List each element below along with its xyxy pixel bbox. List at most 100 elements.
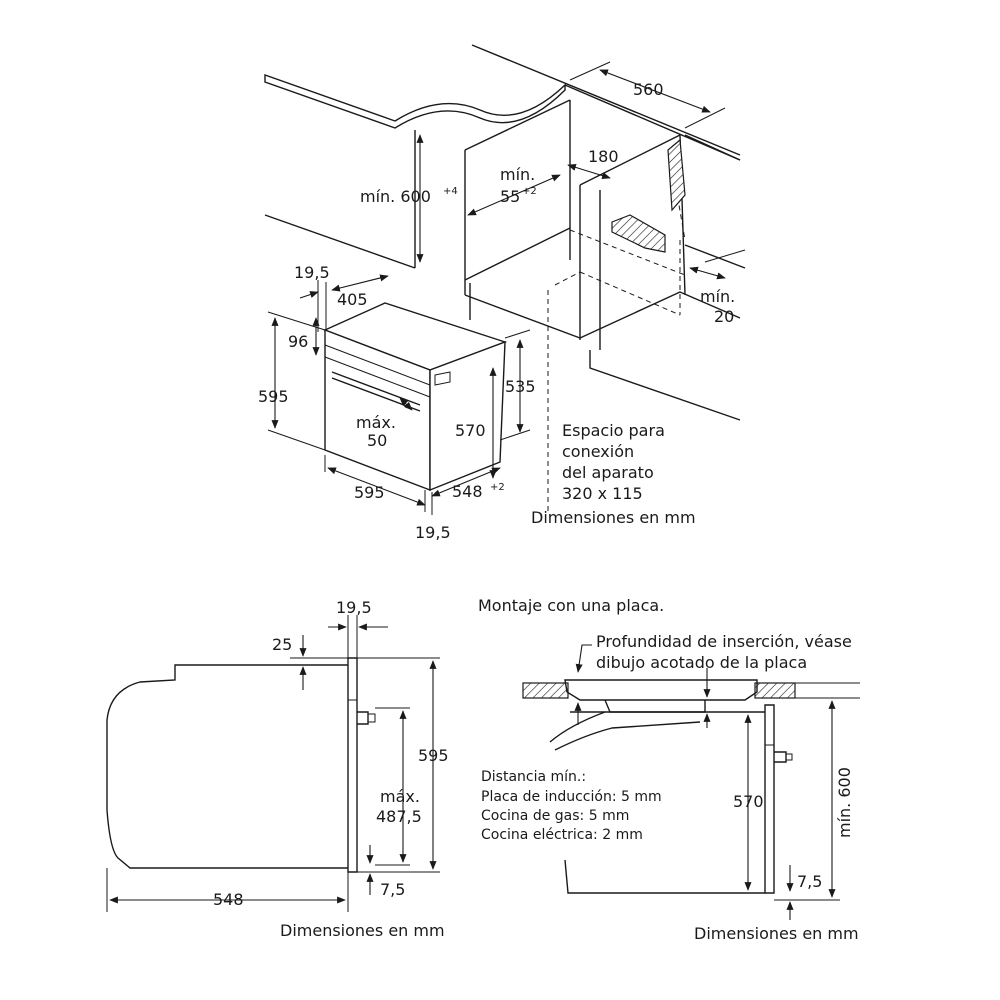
wall-hatch <box>667 138 686 212</box>
oven-knob <box>434 371 451 386</box>
label-595-left: 595 <box>258 387 289 406</box>
distance-note-line-4: Cocina eléctrica: 2 mm <box>481 827 643 843</box>
worktop-right <box>754 682 796 699</box>
oven-side-outline <box>106 664 348 869</box>
dim-min-20 <box>689 266 726 280</box>
label-hob-570: 570 <box>733 792 764 811</box>
label-96: 96 <box>288 332 308 351</box>
oven-side <box>429 340 506 492</box>
label-max-50-a: máx. <box>356 413 396 432</box>
worktop-left <box>522 682 569 699</box>
dim-595-bottom <box>327 467 426 506</box>
recess-dash-3 <box>579 271 681 316</box>
side-units-caption: Dimensiones en mm <box>280 921 445 940</box>
oven-front-panel <box>347 657 358 873</box>
label-side-max-b: 487,5 <box>376 807 422 826</box>
oven-panel-line-2 <box>324 356 431 398</box>
label-hob-7-5: 7,5 <box>797 872 822 891</box>
label-535: 535 <box>505 377 536 396</box>
label-hob-min-600: mín. 600 <box>835 767 854 838</box>
dim-560-ext2 <box>684 107 726 129</box>
label-min-600-sup: +4 <box>443 186 458 197</box>
oven-front-panel-hob <box>764 704 775 894</box>
oven-knob-hob <box>774 751 787 763</box>
floor-line-right <box>684 244 746 269</box>
label-180: 180 <box>588 147 619 166</box>
recess-dash-1 <box>569 229 686 276</box>
oven-bottom-hob <box>564 859 765 894</box>
connection-note-line-3: del aparato <box>562 463 654 482</box>
oven-knob-side <box>357 711 369 725</box>
dim-max-50 <box>399 397 413 411</box>
dim-405 <box>331 274 389 292</box>
label-548-sup: +2 <box>490 482 505 493</box>
label-19-5-top: 19,5 <box>294 263 330 282</box>
dim-535-ext <box>504 329 531 339</box>
countertop-right <box>471 44 741 156</box>
insertion-note-leader <box>575 644 592 673</box>
oven-top-curve-2 <box>554 721 701 751</box>
label-570: 570 <box>455 421 486 440</box>
niche-floor-2 <box>464 291 741 339</box>
top-units-caption: Dimensiones en mm <box>531 508 696 527</box>
distance-note-line-3: Cocina de gas: 5 mm <box>481 808 629 824</box>
label-side-19-5: 19,5 <box>336 598 372 617</box>
label-min-600: mín. 600 <box>360 187 431 206</box>
oven-top-curve <box>549 711 606 743</box>
dim-595-left-ext <box>267 311 326 331</box>
hob-body <box>564 679 758 701</box>
dim-548 <box>431 467 501 497</box>
hob-units-caption: Dimensiones en mm <box>694 924 859 943</box>
oven-knob-side-2 <box>368 713 376 723</box>
label-min-55-a: mín. <box>500 165 535 184</box>
cabinet-right-panel <box>579 133 686 296</box>
hob-underside <box>604 699 706 713</box>
hob-view: Montaje con una placa. Profundidad de in… <box>478 596 860 943</box>
dim-595-left-ext2 <box>267 429 326 451</box>
insertion-note-line-2: dibujo acotado de la placa <box>596 653 807 672</box>
connection-box <box>611 214 666 253</box>
label-595-bottom: 595 <box>354 483 385 502</box>
label-min-20-b: 20 <box>714 307 734 326</box>
floor-line-left <box>264 214 416 269</box>
dim-19-5-top-a <box>299 291 319 299</box>
oven-panel-line <box>324 344 431 386</box>
cabinet-back-top <box>464 99 571 151</box>
distance-note-line-2: Placa de inducción: 5 mm <box>481 789 662 805</box>
connection-note-line-1: Espacio para <box>562 421 665 440</box>
countertop-edge <box>264 74 566 129</box>
dim-min-20-ext <box>704 249 746 263</box>
label-max-50-b: 50 <box>367 431 387 450</box>
label-405: 405 <box>337 290 368 309</box>
label-side-7-5: 7,5 <box>380 880 405 899</box>
label-side-595: 595 <box>418 746 449 765</box>
label-548: 548 <box>452 482 483 501</box>
dim-180 <box>567 163 611 180</box>
cabinet-right-inner <box>684 134 741 161</box>
niche-floor <box>464 227 571 281</box>
recess-dash-2 <box>554 271 581 286</box>
label-min-55-sup: +2 <box>522 186 537 197</box>
connection-space-note: Espacio para conexión del aparato 320 x … <box>562 421 665 503</box>
label-560: 560 <box>633 80 664 99</box>
label-min-20-a: mín. <box>700 287 735 306</box>
insertion-note-line-1: Profundidad de inserción, véase <box>596 632 852 651</box>
top-isometric-view: 560 mín. 600 +4 mín. 55 +2 180 mín. 20 1… <box>258 44 746 542</box>
oven-knob-hob-2 <box>786 753 793 761</box>
label-19-5-bottom: 19,5 <box>415 523 451 542</box>
distance-note-line-1: Distancia mín.: <box>481 769 586 785</box>
label-side-548: 548 <box>213 890 244 909</box>
label-side-25: 25 <box>272 635 292 654</box>
dim-560 <box>599 69 711 113</box>
dim-min-55 <box>467 174 561 216</box>
dim-560-ext <box>569 61 611 81</box>
connection-note-line-4: 320 x 115 <box>562 484 643 503</box>
dim-535-ext2 <box>499 429 531 441</box>
connection-note-line-2: conexión <box>562 442 634 461</box>
label-min-55-b: 55 <box>500 187 520 206</box>
cabinet-right-panel-3 <box>589 350 741 421</box>
label-side-max-a: máx. <box>380 787 420 806</box>
side-view: 19,5 25 595 máx. 487,5 548 7,5 Dimension… <box>106 598 449 940</box>
hob-title: Montaje con una placa. <box>478 596 664 615</box>
